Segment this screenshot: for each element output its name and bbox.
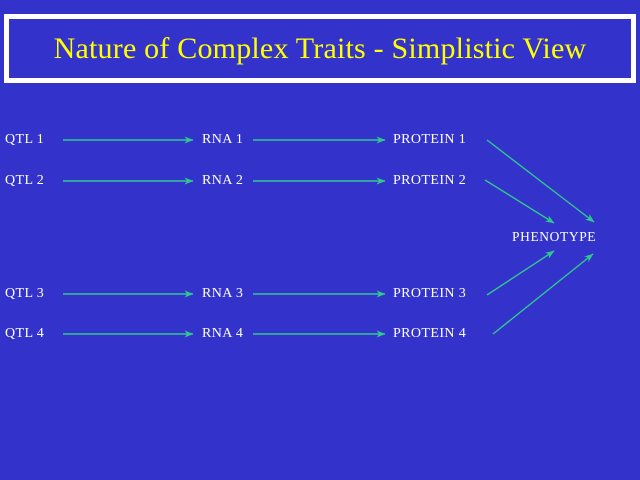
node-qtl-2: QTL 2 [5,173,45,188]
node-phenotype: PHENOTYPE [512,229,597,244]
node-qtl-1: QTL 1 [5,132,45,147]
arrow-protein1-phenotype [486,139,595,223]
arrow-protein3-phenotype [486,250,555,296]
node-protein-3: PROTEIN 3 [393,286,467,301]
node-protein-4: PROTEIN 4 [393,326,467,341]
arrow-protein4-phenotype [492,253,594,335]
node-rna-2: RNA 2 [202,173,244,188]
page-title: Nature of Complex Traits - Simplistic Vi… [53,31,587,65]
node-rna-4: RNA 4 [202,326,244,341]
node-qtl-3: QTL 3 [5,286,45,301]
node-protein-1: PROTEIN 1 [393,132,467,147]
title-banner: Nature of Complex Traits - Simplistic Vi… [4,14,636,83]
node-rna-1: RNA 1 [202,132,244,147]
arrow-protein2-phenotype [484,179,555,224]
node-protein-2: PROTEIN 2 [393,173,467,188]
node-qtl-4: QTL 4 [5,326,45,341]
node-rna-3: RNA 3 [202,286,244,301]
